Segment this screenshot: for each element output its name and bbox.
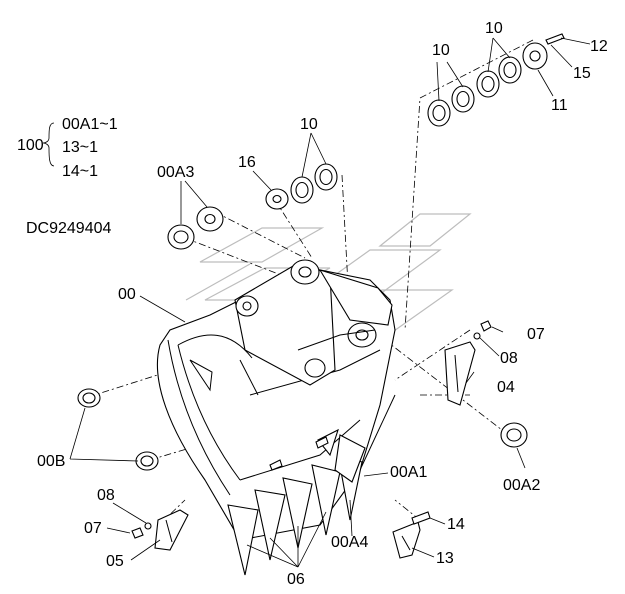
plate-11 bbox=[522, 42, 548, 70]
bucket-teeth bbox=[227, 428, 366, 576]
callout-label: 00A4 bbox=[331, 534, 368, 551]
callout-label: 08 bbox=[500, 350, 518, 367]
callout-labels: 12 15 11 10 10 10 16 00A3 00 07 08 04 00… bbox=[37, 20, 608, 588]
tooth-point-13 bbox=[392, 521, 421, 559]
bolt-12-15 bbox=[545, 33, 565, 45]
seal-00A3 bbox=[167, 224, 195, 250]
seal-00B-lower bbox=[135, 451, 159, 471]
callout-label: 07 bbox=[84, 520, 102, 537]
callout-label: 08 bbox=[97, 487, 115, 504]
callout-label: 00A1 bbox=[390, 464, 427, 481]
assembly-qty: 100 bbox=[17, 137, 44, 154]
callout-label: 00A3 bbox=[157, 164, 194, 181]
callout-label: 00B bbox=[37, 453, 65, 470]
shims-10-upper-left bbox=[427, 85, 475, 127]
callout-label: 10 bbox=[300, 116, 318, 133]
callout-label: 07 bbox=[527, 326, 545, 343]
callout-label: 14 bbox=[447, 516, 465, 533]
callout-label: 10 bbox=[485, 20, 503, 37]
pin-14 bbox=[411, 511, 431, 525]
callout-label: 12 bbox=[590, 38, 608, 55]
bolt-nut-parts bbox=[131, 320, 492, 539]
side-cutter-left bbox=[154, 509, 189, 551]
washer-16 bbox=[265, 188, 289, 210]
assembly-item: 00A1~1 bbox=[62, 116, 118, 133]
seal-00B-upper bbox=[77, 388, 101, 408]
assembly-item: 14~1 bbox=[62, 163, 98, 180]
callout-label: 16 bbox=[238, 154, 256, 171]
callout-label: 11 bbox=[551, 97, 568, 114]
callout-label: 00A2 bbox=[503, 477, 540, 494]
shims-10-middle bbox=[290, 163, 338, 204]
shim-00A3 bbox=[196, 206, 224, 232]
shims-10-upper-right bbox=[476, 56, 522, 98]
seal-00A2 bbox=[500, 422, 528, 448]
assembly-note: 100 00A1~1 13~1 14~1 bbox=[17, 116, 118, 180]
callout-label: 04 bbox=[497, 379, 515, 396]
side-cutter-right bbox=[444, 341, 476, 406]
callout-label: 06 bbox=[287, 571, 305, 588]
callout-label: 05 bbox=[106, 553, 124, 570]
callout-label: 10 bbox=[432, 42, 450, 59]
assembly-item: 13~1 bbox=[62, 139, 98, 156]
callout-label: 13 bbox=[436, 550, 454, 567]
callout-label: 15 bbox=[573, 65, 591, 82]
leader-lines bbox=[42, 37, 591, 568]
callout-label: 00 bbox=[118, 286, 136, 303]
drawing-code: DC9249404 bbox=[26, 220, 112, 237]
